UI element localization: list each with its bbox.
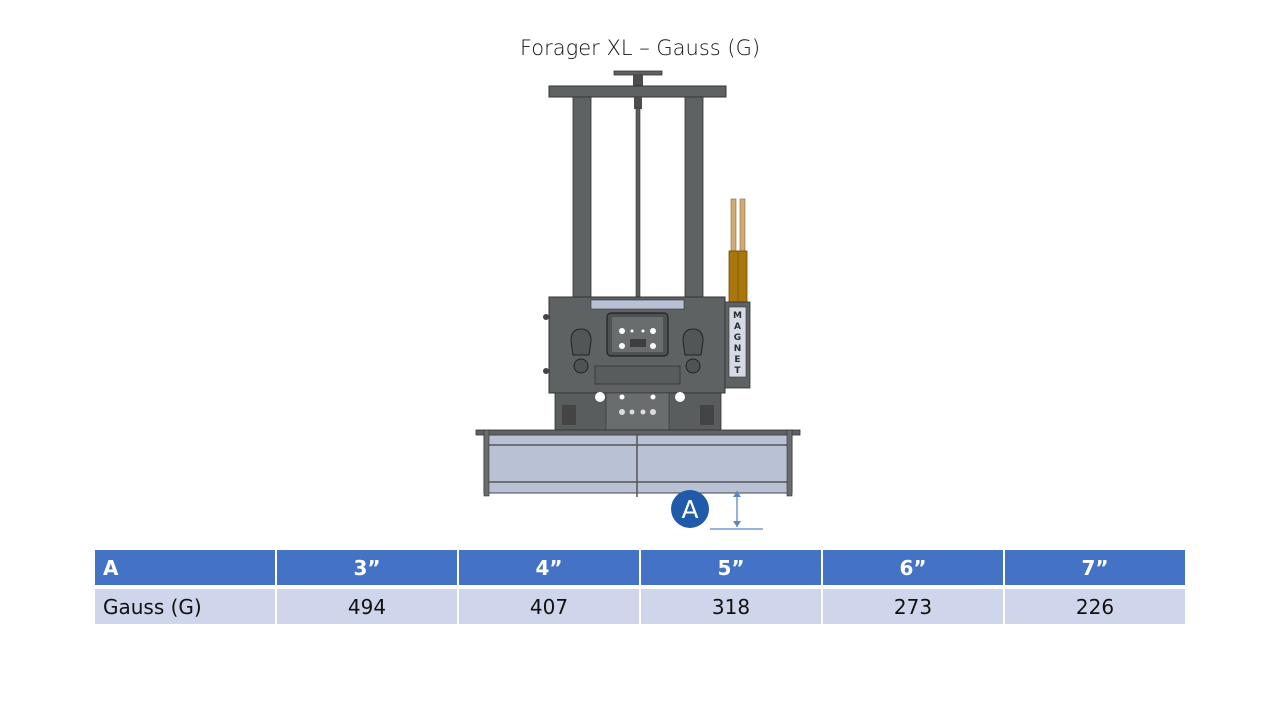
svg-text:T: T xyxy=(734,366,741,376)
slide-title: Forager XL – Gauss (G) xyxy=(519,36,761,60)
header-cell: 6” xyxy=(821,548,1005,589)
header-cell: 3” xyxy=(275,548,459,589)
table-cell: 407 xyxy=(457,586,641,626)
table-cell: 273 xyxy=(821,586,1005,626)
header-cell: 4” xyxy=(457,548,641,589)
row-label: Gauss (G) xyxy=(93,586,277,626)
table-cell: 494 xyxy=(275,586,459,626)
table-row: Gauss (G) 494 407 318 273 226 xyxy=(93,586,1187,626)
svg-text:E: E xyxy=(734,355,740,365)
gauss-table: A 3” 4” 5” 6” 7” Gauss (G) 494 407 318 2… xyxy=(93,548,1187,626)
header-cell: 7” xyxy=(1003,548,1187,589)
magnet-label-m: M xyxy=(733,311,742,321)
forager-xl-drawing: M A G N E T A xyxy=(475,70,801,530)
table-cell: 318 xyxy=(639,586,823,626)
svg-text:N: N xyxy=(734,344,742,354)
dimension-a-badge xyxy=(671,490,709,528)
svg-text:G: G xyxy=(734,333,741,343)
table-header-row: A 3” 4” 5” 6” 7” xyxy=(93,548,1187,589)
svg-text:A: A xyxy=(734,322,741,332)
header-cell: 5” xyxy=(639,548,823,589)
table-cell: 226 xyxy=(1003,586,1187,626)
dimension-a-label: A xyxy=(681,495,698,524)
header-cell: A xyxy=(93,548,277,589)
